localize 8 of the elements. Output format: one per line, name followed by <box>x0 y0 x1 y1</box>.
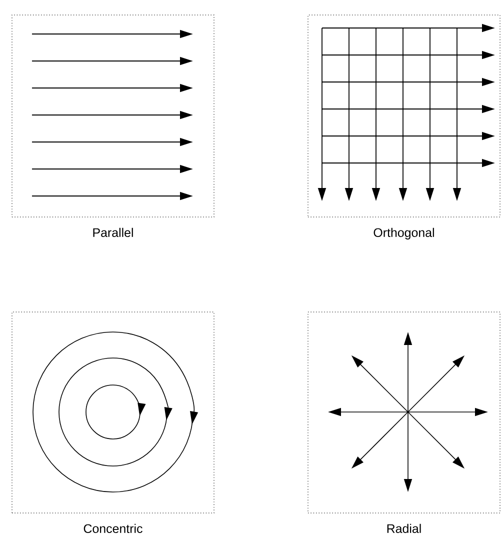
panel-box: Concentric <box>12 312 214 534</box>
panel-box: Radial <box>308 312 500 534</box>
node-label: Orthogonal <box>374 228 434 240</box>
panel-box: Parallel <box>12 14 214 238</box>
node-label: Concentric <box>84 524 142 534</box>
node-label: Radial <box>387 524 421 534</box>
node-label: Parallel <box>93 228 133 238</box>
panel-box: Orthogonal <box>308 14 500 240</box>
